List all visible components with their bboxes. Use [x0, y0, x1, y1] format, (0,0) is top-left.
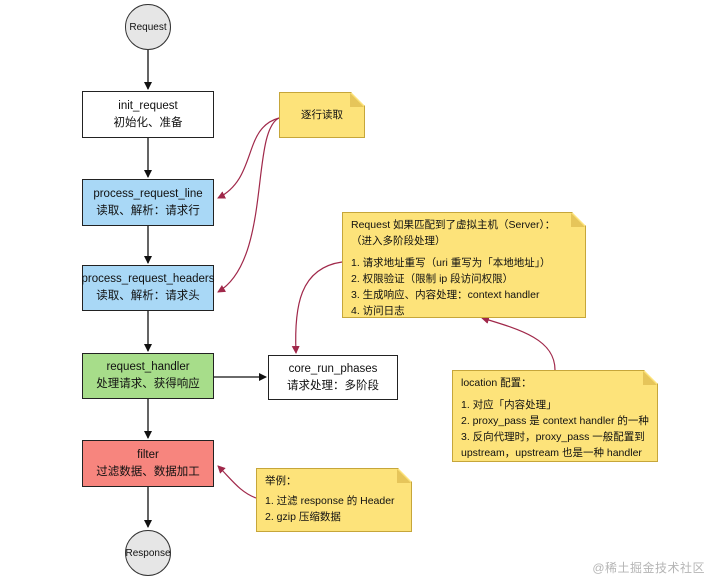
- filter-name: filter: [137, 448, 159, 461]
- connector-location-to-server: [481, 316, 556, 371]
- note-server-match: Request 如果匹配到了虚拟主机（Server）： （进入多阶段处理） 1.…: [342, 212, 586, 318]
- note-server-match-line: Request 如果匹配到了虚拟主机（Server）：: [351, 219, 556, 231]
- watermark: @稀土掘金技术社区: [592, 561, 705, 575]
- process-request-line-desc: 读取、解析：请求行: [96, 204, 200, 217]
- connector-server-to-phases: [291, 261, 343, 354]
- init-request-box: init_request 初始化、准备: [82, 91, 214, 138]
- note-server-match-line: 4. 访问日志: [351, 305, 405, 317]
- note-filter-example: 举例： 1. 过滤 response 的 Header 2. gzip 压缩数据: [256, 468, 412, 532]
- note-server-match-line: 3. 生成响应、内容处理：context handler: [351, 289, 540, 301]
- request-handler-box: request_handler 处理请求、获得响应: [82, 353, 214, 399]
- connector-readline-to-line: [217, 117, 280, 199]
- note-server-match-line: 2. 权限验证（限制 ip 段访问权限）: [351, 273, 514, 285]
- note-filter-example-line: 2. gzip 压缩数据: [265, 511, 341, 523]
- note-read-line: 逐行读取: [279, 92, 365, 138]
- note-server-match-line: 1. 请求地址重写（uri 重写为「本地地址」）: [351, 257, 551, 269]
- note-location-line: 1. 对应「内容处理」: [461, 399, 557, 411]
- init-request-name: init_request: [118, 99, 178, 112]
- connector-readline-to-headers: [217, 117, 280, 293]
- process-request-headers-box: process_request_headers 读取、解析：请求头: [81, 265, 215, 311]
- core-run-phases-name: core_run_phases: [288, 362, 378, 375]
- connector-example-to-filter: [217, 465, 257, 499]
- note-location-line: upstream，upstream 也是一种 handler: [461, 447, 642, 459]
- request-handler-desc: 处理请求、获得响应: [96, 378, 200, 390]
- note-read-line-text: 逐行读取: [301, 109, 343, 121]
- process-request-headers-desc: 读取、解析：请求头: [96, 290, 200, 302]
- note-location-line: 2. proxy_pass 是 context handler 的一种: [461, 415, 649, 427]
- note-server-match-line: （进入多阶段处理）: [351, 235, 446, 247]
- note-filter-example-line: 举例：: [265, 475, 297, 487]
- note-filter-example-line: 1. 过滤 response 的 Header: [265, 495, 395, 507]
- filter-desc: 过滤数据、数据加工: [96, 465, 200, 478]
- core-run-phases-desc: 请求处理：多阶段: [287, 379, 379, 392]
- core-run-phases-box: core_run_phases 请求处理：多阶段: [268, 355, 398, 400]
- response-node: Response: [125, 530, 171, 576]
- request-node: Request: [125, 4, 171, 50]
- note-location: location 配置： 1. 对应「内容处理」 2. proxy_pass 是…: [452, 370, 658, 462]
- process-request-headers-name: process_request_headers: [81, 273, 215, 285]
- process-request-line-box: process_request_line 读取、解析：请求行: [82, 179, 214, 226]
- request-handler-name: request_handler: [106, 361, 190, 373]
- note-location-line: 3. 反向代理时，proxy_pass 一般配置到: [461, 431, 645, 443]
- init-request-desc: 初始化、准备: [113, 116, 183, 129]
- note-location-line: location 配置：: [461, 377, 532, 389]
- filter-box: filter 过滤数据、数据加工: [82, 440, 214, 487]
- process-request-line-name: process_request_line: [93, 187, 203, 200]
